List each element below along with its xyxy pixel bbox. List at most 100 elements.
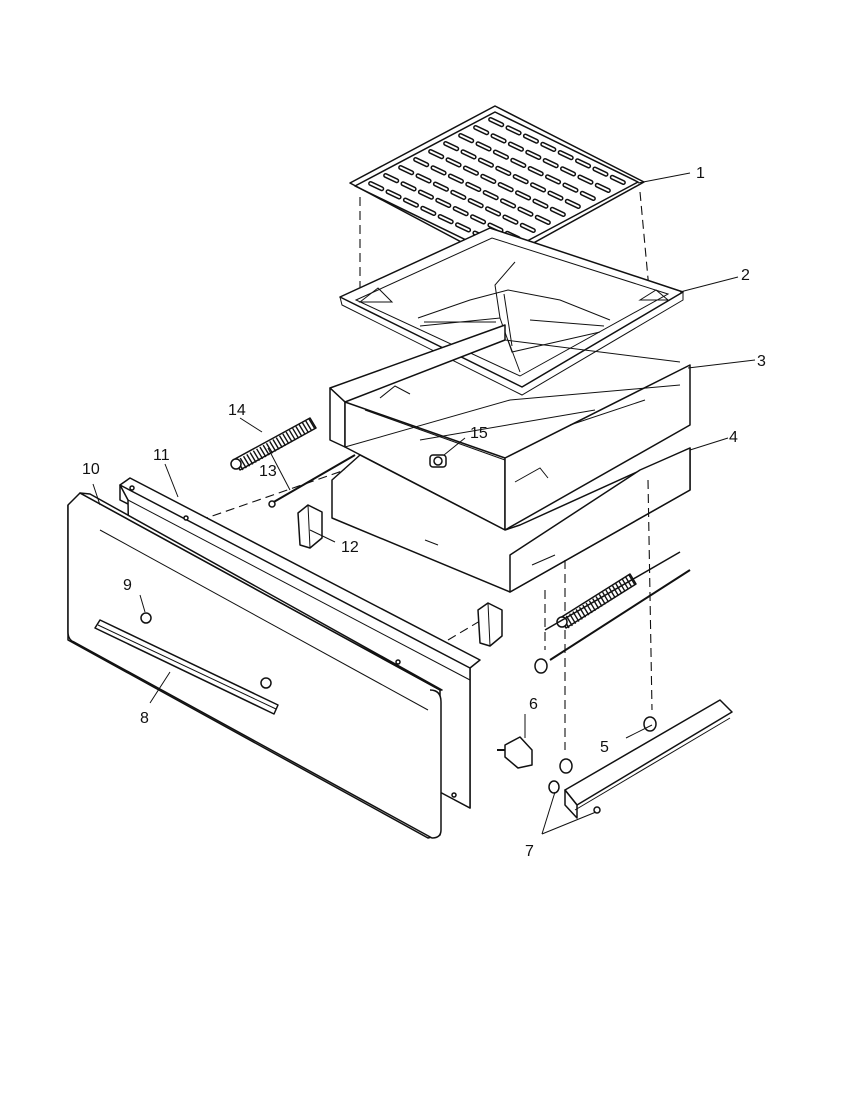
grid-slot-opening xyxy=(521,224,535,232)
grid-slot-opening xyxy=(477,142,491,151)
callout-8: 8 xyxy=(140,710,149,727)
spring-coil xyxy=(615,583,623,594)
callout-15: 15 xyxy=(470,425,488,442)
grid-slot-opening xyxy=(414,158,428,166)
spring-coil xyxy=(275,437,283,448)
grid-slot-opening xyxy=(529,167,543,175)
grid-slot-opening xyxy=(466,183,480,191)
grid-slot-opening xyxy=(464,166,478,175)
grid-slot-opening xyxy=(514,175,528,183)
part-5-roller xyxy=(534,658,657,774)
grid-slot-opening xyxy=(471,215,485,224)
grid-slot-opening xyxy=(421,207,435,215)
grid-slot-opening xyxy=(561,167,575,176)
grid-slot-opening xyxy=(499,183,513,191)
grid-slot-opening xyxy=(479,158,493,167)
spring-coil xyxy=(292,427,300,439)
part-12-bracket-right xyxy=(477,602,503,647)
spring-coil xyxy=(588,600,597,612)
spring-coil xyxy=(598,593,606,605)
spring-coil xyxy=(595,596,603,607)
callout-2: 2 xyxy=(741,267,750,284)
callout-labels: 1 2 3 4 5 6 7 8 9 10 11 12 13 14 15 xyxy=(82,165,766,860)
spring-coil xyxy=(246,454,254,465)
grid-slot-opening xyxy=(526,151,540,159)
spring-coil xyxy=(265,442,274,454)
grid-slot-opening xyxy=(432,166,446,175)
grid-slot-opening xyxy=(541,143,555,151)
callout-9: 9 xyxy=(123,577,132,594)
grid-slot-opening xyxy=(576,159,590,168)
callout-3: 3 xyxy=(757,353,766,370)
part-15-clip xyxy=(429,454,447,468)
part-6-clip-plate xyxy=(497,736,533,769)
grid-slot-opening xyxy=(439,215,453,223)
grid-slot-opening xyxy=(484,191,498,199)
part-14-spring-left xyxy=(230,417,317,471)
spring-coil xyxy=(288,429,296,441)
grid-slot-opening xyxy=(417,174,431,183)
grid-slot-opening xyxy=(447,158,461,167)
grid-slot-opening xyxy=(551,208,565,216)
part-8-handle xyxy=(94,619,279,715)
spring-coil xyxy=(585,602,593,614)
grid-slot-opening xyxy=(503,215,517,224)
grid-slot-opening xyxy=(492,134,506,143)
grid-slot-opening xyxy=(494,150,508,159)
spring-coil xyxy=(249,452,257,463)
grid-slot-opening xyxy=(469,199,483,207)
callout-12: 12 xyxy=(341,539,359,556)
grid-slot-opening xyxy=(531,183,545,192)
grid-slot-opening xyxy=(566,200,580,208)
part-2-broiler-pan xyxy=(339,227,684,396)
grid-slot-opening xyxy=(546,175,560,184)
spring-coil xyxy=(605,589,613,601)
grid-slot-opening xyxy=(456,223,470,232)
grid-slot-opening xyxy=(419,190,433,199)
grid-slot-opening xyxy=(544,159,558,167)
grid-slot-opening xyxy=(429,150,443,158)
grid-slot-opening xyxy=(454,207,468,215)
grid-slot-opening xyxy=(404,198,418,207)
grid-slot-opening xyxy=(501,199,515,208)
grid-slot-opening xyxy=(507,126,521,135)
callout-7: 7 xyxy=(525,843,534,860)
callout-5: 5 xyxy=(600,739,609,756)
spring-coil xyxy=(618,581,626,592)
spring-coil xyxy=(298,424,306,435)
grid-slot-opening xyxy=(459,134,473,142)
spring-coil xyxy=(285,431,293,443)
grid-slot-opening xyxy=(496,167,510,175)
callout-6: 6 xyxy=(529,696,538,713)
grid-slot-opening xyxy=(481,175,495,183)
callout-1: 1 xyxy=(696,165,705,182)
grid-slot-opening xyxy=(524,134,538,143)
grid-slot-opening xyxy=(434,182,448,191)
callout-14: 14 xyxy=(228,402,246,419)
spring-coil xyxy=(295,426,303,437)
spring-coil xyxy=(278,435,287,447)
spring-coil xyxy=(272,439,280,450)
part-7-screw xyxy=(548,780,601,814)
spring-coil xyxy=(242,455,251,467)
spring-coil xyxy=(252,450,260,462)
spring-coil xyxy=(282,433,290,445)
part-3-drawer-liner xyxy=(329,324,691,531)
grid-slot-opening xyxy=(384,174,398,182)
part-12-bracket-left xyxy=(297,504,323,549)
grid-slot-opening xyxy=(581,192,595,200)
grid-slot-opening xyxy=(449,174,463,183)
part-9-screw xyxy=(140,612,272,689)
part-1-broiler-grid xyxy=(349,105,645,263)
grid-slot-opening xyxy=(548,191,562,200)
spring-coil xyxy=(305,420,313,432)
spring-coil xyxy=(262,444,270,456)
spring-coil xyxy=(592,598,600,610)
grid-slot-opening xyxy=(488,223,502,232)
part-10-drawer-front-panel xyxy=(67,492,443,839)
grid-slot-opening xyxy=(596,184,610,192)
callout-11: 11 xyxy=(153,447,170,464)
spring-coil xyxy=(269,441,277,452)
grid-slot-opening xyxy=(436,199,450,207)
part-13-rod xyxy=(268,454,691,661)
